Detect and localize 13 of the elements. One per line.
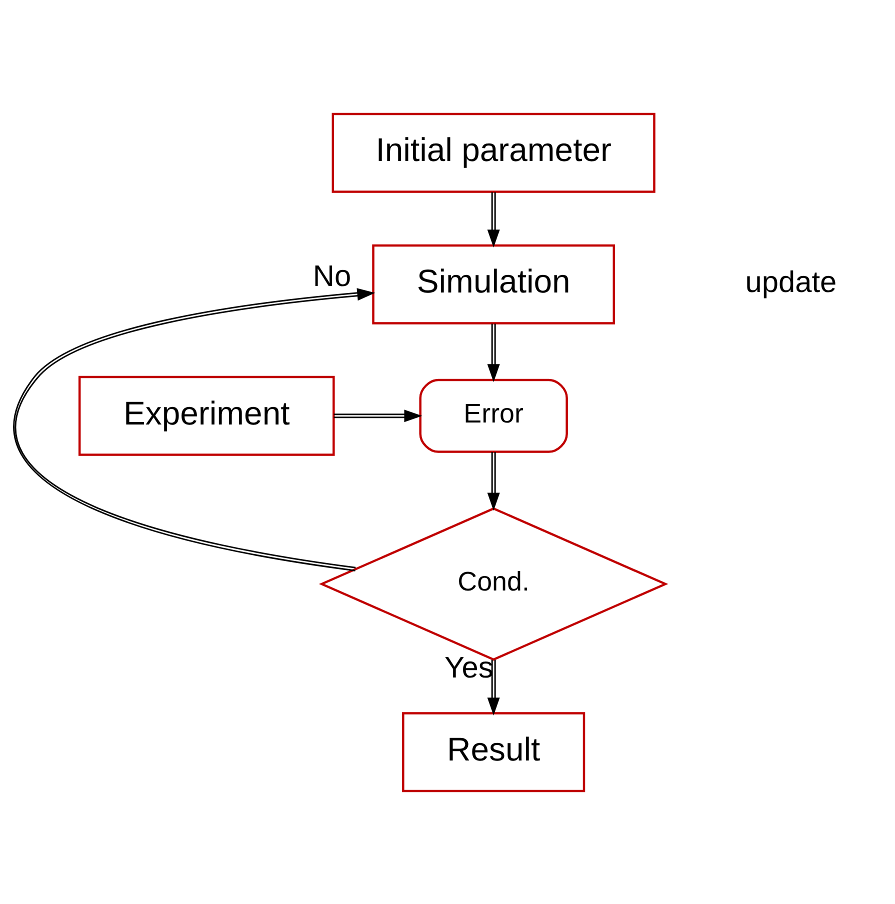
arrow xyxy=(334,409,422,422)
arrow xyxy=(487,659,500,716)
node-box: Experiment xyxy=(78,375,335,456)
node-box: Simulation xyxy=(372,244,615,324)
arrow xyxy=(487,323,500,382)
node-box: Error xyxy=(419,378,568,452)
arrow xyxy=(487,452,500,510)
edge-label: No xyxy=(312,259,352,292)
label: update xyxy=(745,265,837,298)
node-box: Result xyxy=(402,712,586,792)
node-box: Initial parameter xyxy=(332,112,656,192)
arrow xyxy=(13,288,376,571)
arrow xyxy=(487,192,500,248)
